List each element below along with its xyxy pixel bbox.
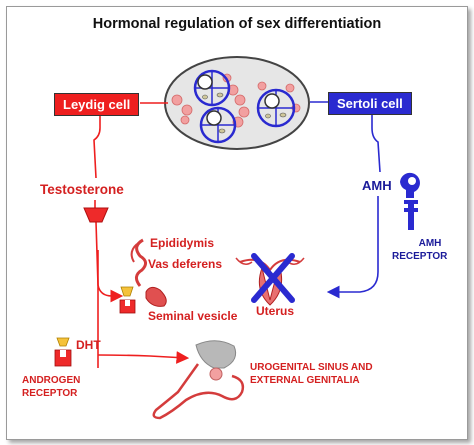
amh-receptor-label-line1: AMH — [418, 238, 442, 249]
leydig-cell-label: Leydig cell — [54, 93, 140, 116]
amh-receptor-icon — [400, 172, 420, 230]
androgen-receptor-icon — [54, 337, 72, 367]
dht-label: DHT — [76, 338, 101, 352]
androgen-receptor-label-line2: RECEPTOR — [22, 388, 78, 399]
sertoli-cell-label: Sertoli cell — [328, 92, 412, 115]
inhibition-cross-icon — [251, 253, 295, 303]
sertoli-pathway — [310, 101, 381, 299]
seminal-vesicle-label: Seminal vesicle — [148, 309, 238, 323]
uterus-label: Uterus — [256, 304, 295, 318]
epididymis-icon — [130, 238, 147, 287]
amh-receptor-label-line2: RECEPTOR — [392, 251, 448, 262]
testis-cross-section — [164, 56, 310, 150]
vas-deferens-label: Vas deferens — [148, 257, 223, 271]
amh-label: AMH — [362, 178, 392, 193]
leydig-pathway — [93, 102, 190, 368]
urogenital-label-line1: UROGENITAL SINUS AND — [250, 362, 373, 373]
diagram-title: Hormonal regulation of sex differentiati… — [92, 16, 382, 32]
urogenital-label-line2: EXTERNAL GENITALIA — [250, 375, 360, 386]
testosterone-receptor-icon — [83, 207, 109, 223]
testosterone-label: Testosterone — [40, 182, 124, 197]
epididymis-label: Epididymis — [150, 236, 215, 250]
seminal-vesicle-icon — [145, 286, 167, 307]
testosterone-receptor-complex-icon — [119, 286, 136, 314]
androgen-receptor-label-line1: ANDROGEN — [22, 375, 81, 386]
urogenital-sinus-icon — [195, 340, 237, 381]
external-genitalia-icon — [152, 363, 245, 420]
